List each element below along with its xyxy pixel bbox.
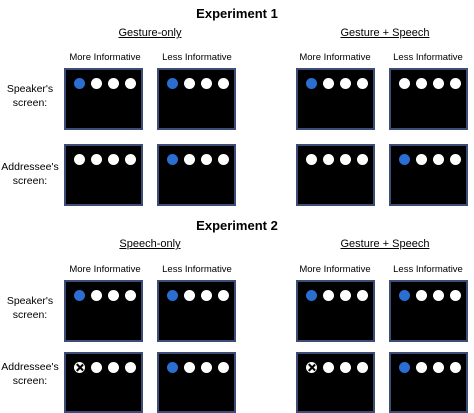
- screen: [296, 144, 375, 206]
- screen: [296, 352, 375, 413]
- white-dot: [450, 154, 461, 165]
- column-label-less: Less Informative: [393, 264, 463, 275]
- white-dot: [357, 362, 368, 373]
- white-dot: [340, 78, 351, 89]
- row-label-addressee: Addressee's screen:: [1, 161, 59, 187]
- blue-dot: [306, 290, 317, 301]
- condition-title-e1-c1: Gesture-only: [118, 27, 182, 39]
- row-label-speaker: Speaker's screen:: [6, 83, 54, 109]
- screen: [296, 68, 375, 130]
- screen: [389, 68, 468, 130]
- white-dot: [218, 78, 229, 89]
- white-dot: [91, 290, 102, 301]
- crossed-dot-icon: [74, 362, 85, 373]
- screen: [296, 280, 375, 342]
- white-dot: [201, 290, 212, 301]
- screen: [64, 352, 143, 413]
- white-dot: [323, 78, 334, 89]
- white-dot: [125, 154, 136, 165]
- experiment-1-title: Experiment 1: [196, 6, 278, 21]
- white-dot: [357, 154, 368, 165]
- white-dot: [306, 154, 317, 165]
- white-dot: [450, 362, 461, 373]
- experiment-2-title: Experiment 2: [196, 218, 278, 233]
- white-dot: [416, 78, 427, 89]
- white-dot: [357, 78, 368, 89]
- screen: [157, 144, 236, 206]
- blue-dot: [167, 154, 178, 165]
- white-dot: [450, 78, 461, 89]
- screen: [157, 352, 236, 413]
- white-dot: [340, 154, 351, 165]
- condition-title-e1-c2: Gesture + Speech: [340, 27, 430, 39]
- white-dot: [74, 154, 85, 165]
- screen: [64, 68, 143, 130]
- white-dot: [184, 362, 195, 373]
- screen: [64, 144, 143, 206]
- white-dot: [91, 154, 102, 165]
- screen: [389, 280, 468, 342]
- white-dot: [433, 290, 444, 301]
- white-dot: [201, 362, 212, 373]
- white-dot: [184, 290, 195, 301]
- blue-dot: [399, 154, 410, 165]
- blue-dot: [399, 362, 410, 373]
- white-dot: [357, 290, 368, 301]
- column-label-less: Less Informative: [162, 52, 232, 63]
- column-label-more: More Informative: [299, 52, 371, 63]
- white-dot: [184, 78, 195, 89]
- condition-title-e2-c2: Gesture + Speech: [340, 238, 430, 250]
- white-dot: [416, 362, 427, 373]
- white-dot: [218, 290, 229, 301]
- blue-dot: [167, 78, 178, 89]
- white-dot: [218, 154, 229, 165]
- white-dot: [218, 362, 229, 373]
- white-dot: [416, 290, 427, 301]
- white-dot: [125, 362, 136, 373]
- white-dot: [433, 154, 444, 165]
- white-dot: [201, 154, 212, 165]
- white-dot: [108, 290, 119, 301]
- screen: [389, 352, 468, 413]
- blue-dot: [74, 78, 85, 89]
- white-dot: [340, 290, 351, 301]
- white-dot: [184, 154, 195, 165]
- white-dot: [108, 154, 119, 165]
- white-dot: [450, 290, 461, 301]
- column-label-less: Less Informative: [162, 264, 232, 275]
- row-label-addressee: Addressee's screen:: [1, 361, 59, 387]
- white-dot: [91, 362, 102, 373]
- white-dot: [108, 362, 119, 373]
- row-label-speaker: Speaker's screen:: [6, 295, 54, 321]
- white-dot: [433, 78, 444, 89]
- column-label-more: More Informative: [69, 52, 141, 63]
- blue-dot: [74, 290, 85, 301]
- white-dot: [125, 290, 136, 301]
- white-dot: [323, 154, 334, 165]
- white-dot: [201, 78, 212, 89]
- column-label-more: More Informative: [299, 264, 371, 275]
- white-dot: [323, 362, 334, 373]
- white-dot: [91, 78, 102, 89]
- white-dot: [399, 78, 410, 89]
- blue-dot: [399, 290, 410, 301]
- crossed-dot-icon: [306, 362, 317, 373]
- screen: [389, 144, 468, 206]
- white-dot: [340, 362, 351, 373]
- blue-dot: [306, 78, 317, 89]
- white-dot: [108, 78, 119, 89]
- column-label-less: Less Informative: [393, 52, 463, 63]
- blue-dot: [167, 362, 178, 373]
- white-dot: [125, 78, 136, 89]
- blue-dot: [167, 290, 178, 301]
- column-label-more: More Informative: [69, 264, 141, 275]
- condition-title-e2-c1: Speech-only: [119, 238, 181, 250]
- screen: [64, 280, 143, 342]
- screen: [157, 280, 236, 342]
- white-dot: [416, 154, 427, 165]
- white-dot: [323, 290, 334, 301]
- screen: [157, 68, 236, 130]
- white-dot: [433, 362, 444, 373]
